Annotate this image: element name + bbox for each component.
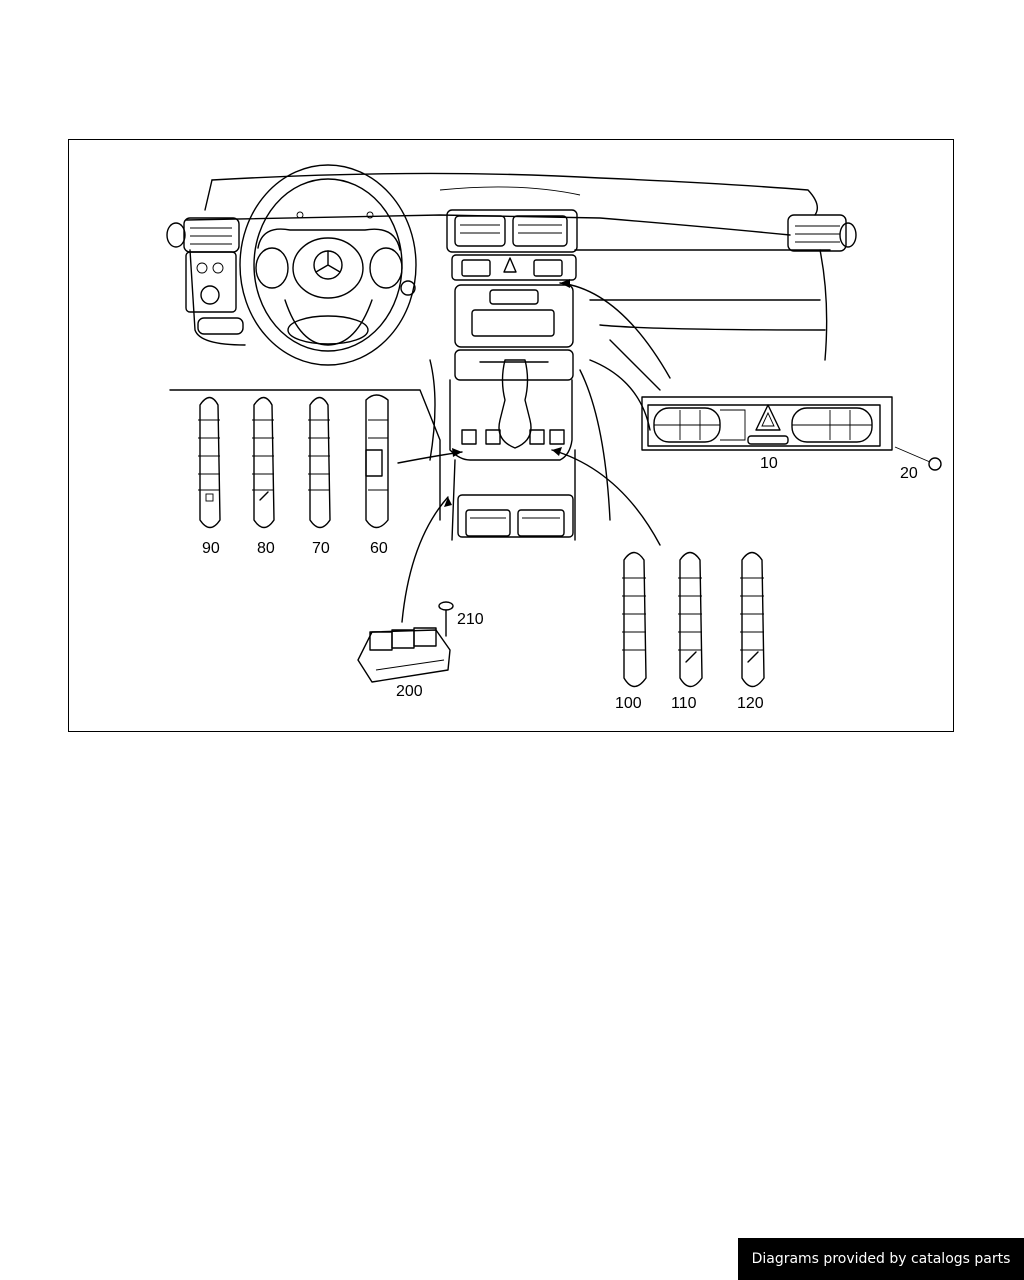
callout-120: 120 — [737, 695, 764, 712]
part-200-switch-block — [357, 627, 451, 683]
button-strip-70 — [308, 396, 331, 529]
steering-wheel — [239, 164, 417, 366]
credit-text: Diagrams provided by catalogs parts — [751, 1251, 1011, 1267]
part-210-screw — [438, 601, 454, 637]
credit-banner: Diagrams provided by catalogs parts — [738, 1238, 1024, 1280]
part-20-screw — [894, 446, 942, 471]
callout-70: 70 — [312, 540, 330, 557]
callout-60: 60 — [370, 540, 388, 557]
callout-10: 10 — [760, 455, 778, 472]
callout-80: 80 — [257, 540, 275, 557]
dashboard-parts-diagram: 10 20 60 70 80 90 100 110 120 200 210 — [166, 164, 942, 712]
center-console — [446, 209, 578, 541]
left-air-vent — [166, 217, 240, 253]
callout-210: 210 — [457, 611, 484, 628]
diagram-frame — [68, 139, 954, 732]
button-strip-100 — [622, 551, 647, 688]
callout-200: 200 — [396, 683, 423, 700]
left-switch-panel — [185, 251, 244, 335]
dashboard-outline — [169, 172, 831, 521]
button-strip-90 — [198, 396, 221, 529]
callout-90: 90 — [202, 540, 220, 557]
callout-110: 110 — [671, 695, 697, 712]
right-air-vent — [787, 214, 857, 252]
leader-lines — [397, 279, 671, 623]
callout-100: 100 — [615, 695, 642, 712]
part-10-switch-panel — [641, 396, 893, 451]
callout-20: 20 — [900, 465, 918, 482]
button-strip-80 — [252, 396, 275, 529]
button-strip-110 — [678, 551, 703, 688]
button-strip-120 — [740, 551, 765, 688]
button-strip-60 — [365, 394, 389, 529]
